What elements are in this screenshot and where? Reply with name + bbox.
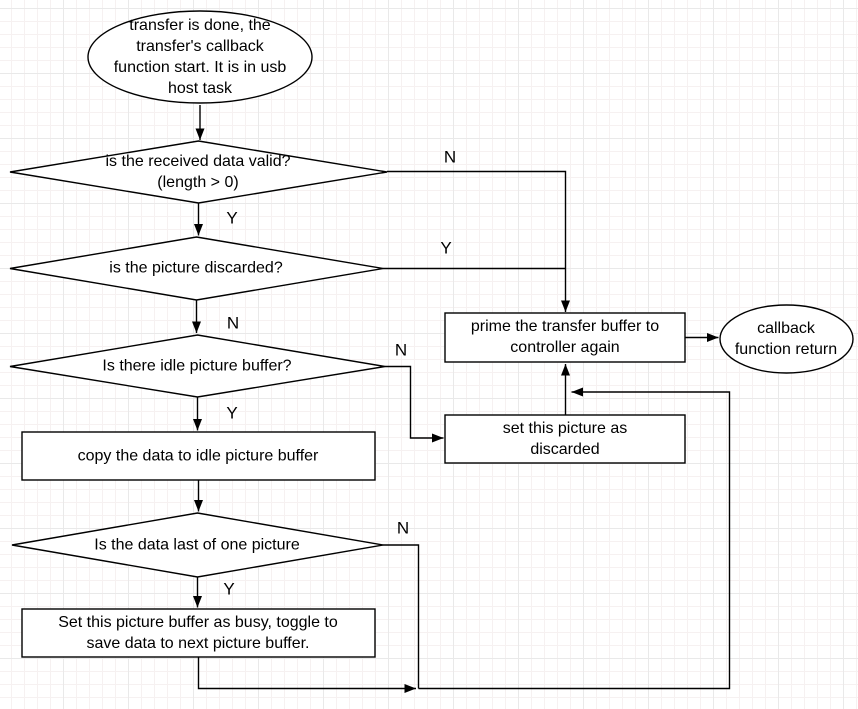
copy-data-label: copy the data to idle picture buffer bbox=[77, 447, 319, 465]
decision-valid-shape bbox=[9, 140, 388, 204]
last-data-check-label: Is the data last of one picture bbox=[94, 536, 300, 554]
process-set-discarded-shape bbox=[444, 414, 686, 464]
label-discarded-yes: Y bbox=[440, 238, 452, 258]
process-set-busy-shape bbox=[21, 608, 376, 658]
prime-transfer-label: prime the transfer buffer to controller … bbox=[470, 318, 660, 356]
set-discarded-label: set this picture as discarded bbox=[502, 420, 628, 458]
label-valid-no: N bbox=[443, 147, 457, 167]
edge-last-no bbox=[383, 544, 420, 689]
start-terminator-shape bbox=[87, 10, 313, 104]
decision-discarded-shape bbox=[9, 236, 384, 301]
edge-idle-no bbox=[385, 365, 444, 443]
valid-check-label: is the received data valid? (length > 0) bbox=[105, 153, 291, 191]
discarded-check-label: is the picture discarded? bbox=[109, 259, 283, 277]
start-label: transfer is done, the transfer's callbac… bbox=[113, 17, 287, 97]
callback-return-label: callback function return bbox=[734, 320, 838, 358]
label-idle-yes: Y bbox=[226, 403, 238, 423]
return-terminator-shape bbox=[719, 304, 854, 374]
process-copy-data-shape bbox=[21, 431, 376, 481]
label-discarded-no: N bbox=[226, 313, 240, 333]
process-prime-transfer-shape bbox=[444, 312, 686, 363]
decision-idle-buffer-shape bbox=[9, 334, 386, 398]
idle-buffer-check-label: Is there idle picture buffer? bbox=[102, 357, 292, 375]
edge-loop-back bbox=[418, 387, 731, 690]
set-busy-label: Set this picture buffer as busy, toggle … bbox=[58, 614, 338, 652]
edge-busy-out bbox=[197, 657, 416, 693]
label-last-yes: Y bbox=[223, 579, 235, 599]
edge-valid-no bbox=[387, 170, 570, 312]
decision-last-data-shape bbox=[11, 512, 384, 578]
label-last-no: N bbox=[396, 518, 410, 538]
label-valid-yes: Y bbox=[226, 208, 238, 228]
label-idle-no: N bbox=[394, 340, 408, 360]
